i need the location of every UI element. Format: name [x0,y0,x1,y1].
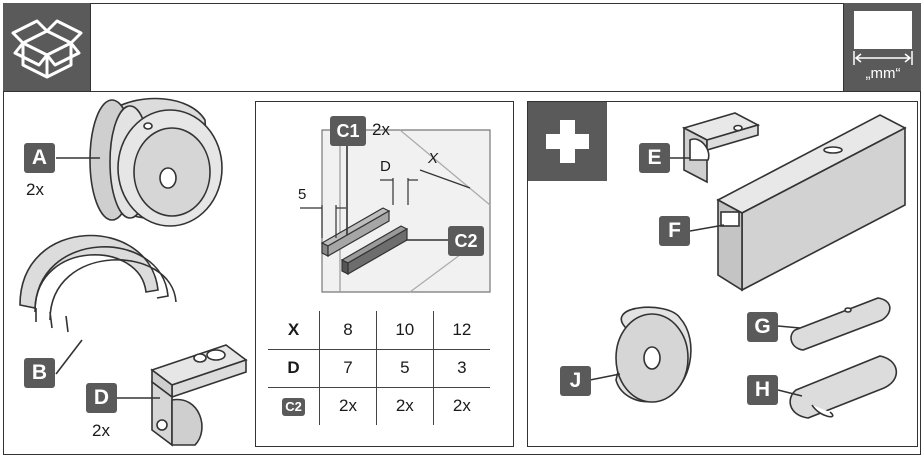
label-b: B [24,358,55,388]
label-a: A [24,143,55,173]
label-h: H [747,375,778,405]
table-row: X 8 10 12 [268,311,490,350]
label-g: G [747,312,778,342]
label-e: E [639,143,670,173]
qty-a: 2x [26,180,44,199]
label-c2: C2 [448,226,484,256]
outer-frame [3,3,921,455]
unit-label: „mm“ [865,65,901,82]
label-d: D [86,383,117,413]
table-row-head: X [268,311,321,350]
ruler-mm-icon: „mm“ [843,3,921,91]
table-cell: 2x [376,387,434,425]
table-row-head: D [268,349,321,388]
table-cell: 12 [433,311,490,350]
label-j: J [560,366,591,396]
label-f: F [659,216,690,246]
dim-5: 5 [298,186,307,203]
table-cell: 2x [319,387,377,425]
plus-icon [528,102,607,181]
dim-d: D [380,158,391,175]
header-bar: „mm“ [3,3,921,92]
table-cell: 10 [376,311,434,350]
box-icon [3,3,91,91]
qty-d: 2x [92,421,110,440]
qty-c1: 2x [372,120,390,139]
table-row: D 7 5 3 [268,349,490,388]
table-cell: 8 [319,311,377,350]
table-cell: 2x [452,396,471,416]
table-cell: 3 [433,349,490,388]
table-row: C2 2x 2x 2x [268,387,490,425]
dim-x: X [428,150,439,167]
table-row-head: C2 [268,387,321,425]
table-cell: 5 [376,349,434,388]
label-c1: C1 [330,116,366,146]
spec-table: X 8 10 12 D 7 5 3 C2 2x 2x 2x [268,311,490,425]
table-cell: 7 [319,349,377,388]
c2-badge: C2 [282,398,305,417]
